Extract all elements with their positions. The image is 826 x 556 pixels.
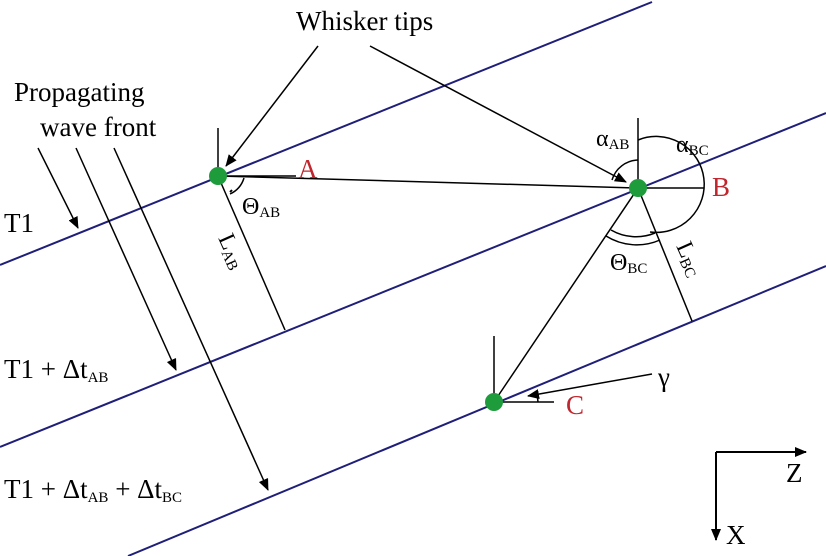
whisker-point-b [629, 179, 647, 197]
arrow-gamma [527, 373, 653, 400]
whisker-tips-label: Whisker tips [296, 6, 433, 36]
angle-theta-ab-arc-main [229, 177, 245, 195]
angle-alpha-ab-arc [611, 159, 639, 181]
angle-theta-bc-arc [605, 235, 661, 246]
point-b-label: B [712, 172, 730, 202]
whisker-point-a [209, 167, 227, 185]
distance-l-ab [217, 175, 286, 331]
gamma-label: γ [657, 362, 670, 392]
axis-z-label: Z [786, 458, 803, 488]
arrow-whisker-tip-a [225, 45, 319, 167]
axis-x-label: X [726, 520, 746, 550]
arrow-whisker-tip-b [369, 45, 627, 183]
theta-bc-label: ΘBC [610, 250, 647, 277]
arrow-front-t3 [113, 147, 269, 491]
point-a-label: A [298, 154, 318, 184]
distance-l-bc [637, 187, 693, 322]
whisker-point-c [485, 393, 503, 411]
propagating-label: Propagating [14, 77, 144, 107]
line-a-b [217, 175, 639, 189]
alpha-bc-label: αBC [676, 132, 709, 159]
angle-alpha-bc-arc [637, 135, 705, 234]
l-bc-label: LBC [670, 238, 709, 281]
wave-front-line-t2 [0, 112, 826, 448]
point-c-label: C [566, 390, 584, 420]
t2-label: T1 + ΔtAB [4, 354, 108, 386]
angle-theta-bc-arc-inner [610, 229, 656, 238]
wave-front-line-t3 [127, 265, 826, 556]
wave-front-label: wave front [40, 112, 157, 142]
arrow-front-t2 [75, 147, 177, 371]
t3-label: T1 + ΔtAB + ΔtBC [4, 474, 182, 506]
angle-gamma-arc [535, 390, 539, 403]
line-b-c [493, 187, 639, 403]
t1-label: T1 [4, 208, 34, 238]
arrow-front-t1 [37, 147, 79, 229]
theta-ab-label: ΘAB [242, 194, 280, 221]
alpha-ab-label: αAB [596, 126, 629, 153]
angle-theta-ab-arc [229, 189, 233, 193]
